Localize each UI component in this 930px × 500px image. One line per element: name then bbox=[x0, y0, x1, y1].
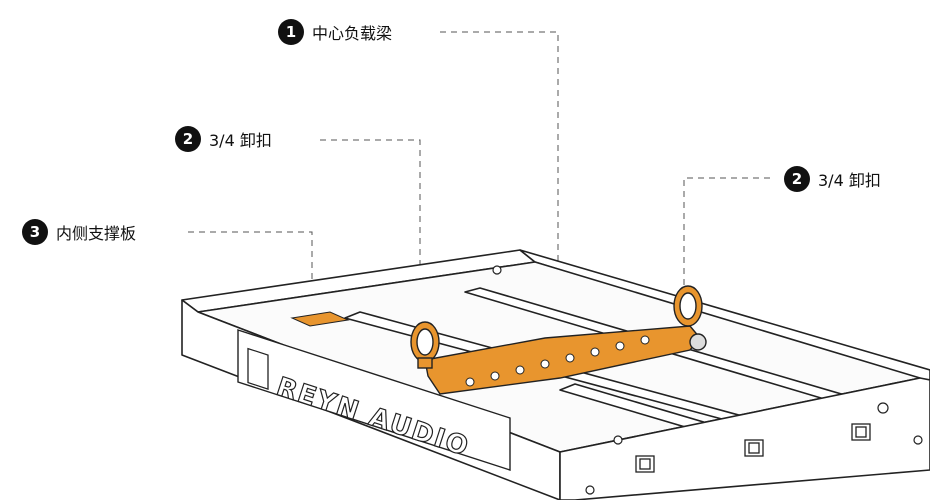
bolts bbox=[492, 265, 923, 495]
callout-label: 内侧支撑板 bbox=[56, 224, 137, 243]
end-panel-slots bbox=[635, 423, 871, 473]
callout-shackle-left: 2 3/4 卸扣 bbox=[175, 126, 272, 152]
callout-number-badge: 1 bbox=[278, 19, 304, 45]
callout-shackle-right: 2 3/4 卸扣 bbox=[784, 166, 881, 192]
inner-support-plate bbox=[290, 311, 350, 327]
leader-line-2-left bbox=[320, 139, 421, 330]
logo-plate bbox=[237, 329, 511, 471]
shackle-right bbox=[673, 285, 707, 351]
callout-label: 3/4 卸扣 bbox=[818, 171, 881, 190]
callout-center-load-beam: 1 中心负载梁 bbox=[278, 19, 392, 45]
callout-number-badge: 3 bbox=[22, 219, 48, 245]
callout-label: 中心负载梁 bbox=[312, 24, 393, 43]
center-load-beam bbox=[424, 325, 701, 395]
leader-line-2-right bbox=[683, 177, 770, 292]
callout-inner-support-plate: 3 内侧支撑板 bbox=[22, 219, 136, 245]
callout-label: 3/4 卸扣 bbox=[209, 131, 272, 150]
shackle-left bbox=[410, 321, 440, 369]
callout-number-badge: 2 bbox=[175, 126, 201, 152]
callout-number-badge: 2 bbox=[784, 166, 810, 192]
